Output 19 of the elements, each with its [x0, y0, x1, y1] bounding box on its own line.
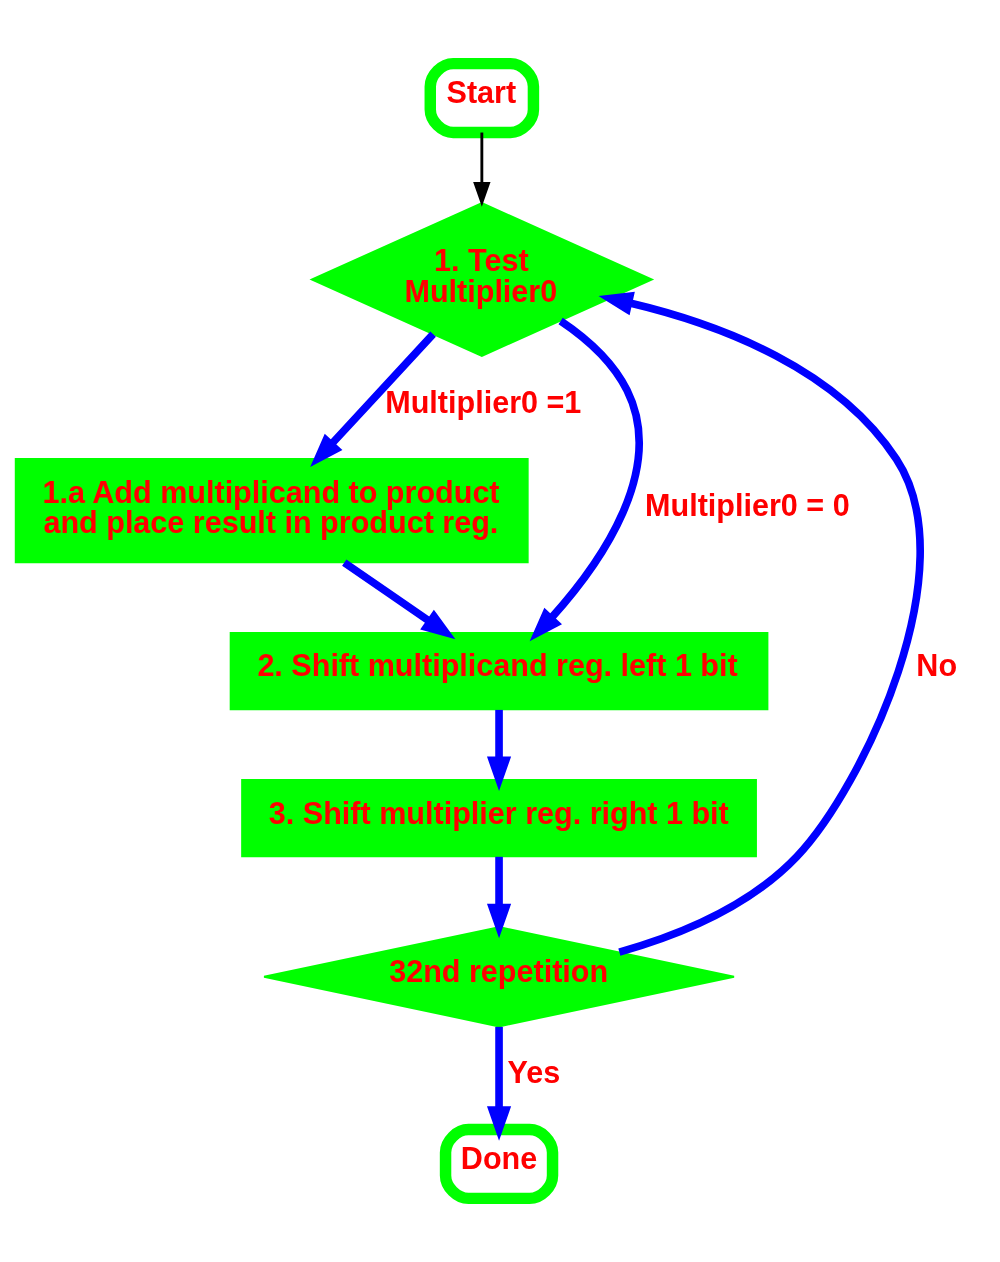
arrow: [473, 132, 491, 207]
node-box: Done: [439, 1123, 559, 1205]
arrow: [486, 1026, 512, 1141]
arrow: [310, 331, 436, 468]
edge-label: No: [916, 648, 958, 683]
edge-label: Yes: [507, 1055, 561, 1090]
node-box: 2. Shift multiplicand reg. left 1 bit: [229, 631, 769, 711]
node-diamond: 1. Test Multiplier0: [309, 202, 655, 357]
node-box: Start: [424, 57, 540, 139]
edge-label: Multiplier0 =1: [385, 384, 582, 419]
arrow: [529, 317, 643, 642]
node-box: 3. Shift multiplier reg. right 1 bit: [241, 779, 757, 858]
edge-label: Multiplier0 = 0: [645, 488, 850, 522]
arrow: [598, 291, 924, 956]
arrow: [486, 856, 512, 939]
node-box: 1.a Add multiplicand to product and place result in product reg.: [14, 458, 529, 564]
node-diamond: 32nd repetition: [263, 926, 735, 1028]
arrow: [486, 709, 512, 792]
arrow: [342, 559, 456, 640]
